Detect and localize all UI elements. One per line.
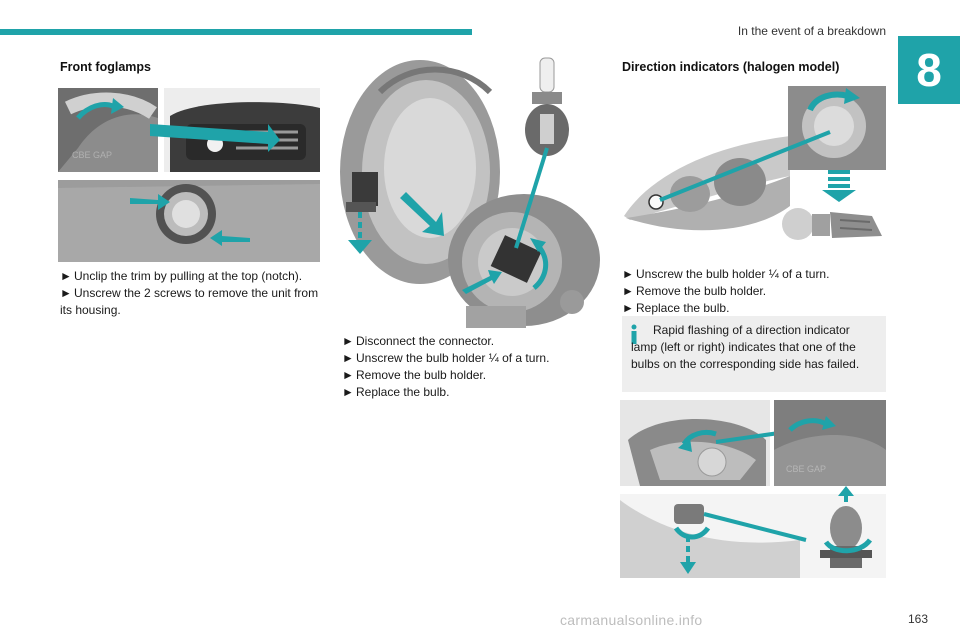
step-marker: ► xyxy=(342,368,354,382)
info-icon xyxy=(631,324,637,344)
step-marker: ► xyxy=(60,269,72,283)
svg-text:CBE GAP: CBE GAP xyxy=(786,464,826,474)
step-text: Replace the bulb. xyxy=(636,301,730,315)
page-number: 163 xyxy=(907,612,928,626)
info-box: Rapid flashing of a direction indicator … xyxy=(622,316,886,392)
indicator-access-illustration: CBE GAP xyxy=(620,400,886,578)
step-item: ►Unscrew the 2 screws to remove the unit… xyxy=(60,285,322,319)
right-steps: ►Unscrew the bulb holder ¼ of a turn. ►R… xyxy=(622,266,886,317)
step-text: Disconnect the connector. xyxy=(356,334,495,348)
step-text: Replace the bulb. xyxy=(356,385,450,399)
info-text: Rapid flashing of a direction indicator … xyxy=(631,323,860,371)
step-item: ►Remove the bulb holder. xyxy=(342,367,604,384)
header-accent-bar xyxy=(0,29,472,35)
step-text: Unscrew the bulb holder ¼ of a turn. xyxy=(636,267,830,281)
foglamp-bulb-illustration xyxy=(340,52,602,328)
step-text: Unclip the trim by pulling at the top (n… xyxy=(74,269,303,283)
step-item: ►Unscrew the bulb holder ¼ of a turn. xyxy=(622,266,886,283)
step-marker: ► xyxy=(622,284,634,298)
chapter-tab: 8 xyxy=(898,36,960,104)
step-marker: ► xyxy=(342,351,354,365)
step-text: Remove the bulb holder. xyxy=(636,284,767,298)
step-marker: ► xyxy=(622,267,634,281)
svg-text:CBE GAP: CBE GAP xyxy=(72,150,112,160)
step-text: Remove the bulb holder. xyxy=(356,368,487,382)
foglamp-trim-illustration: CBE GAP xyxy=(58,88,320,262)
step-item: ►Unscrew the bulb holder ¼ of a turn. xyxy=(342,350,604,367)
step-item: ►Unclip the trim by pulling at the top (… xyxy=(60,268,322,285)
step-marker: ► xyxy=(60,286,72,300)
step-item: ►Replace the bulb. xyxy=(342,384,604,401)
step-item: ►Remove the bulb holder. xyxy=(622,283,886,300)
indicator-headlamp-illustration xyxy=(620,86,886,256)
step-item: ►Disconnect the connector. xyxy=(342,333,604,350)
step-text: Unscrew the bulb holder ¼ of a turn. xyxy=(356,351,550,365)
watermark: carmanualsonline.info xyxy=(560,612,703,628)
step-item: ►Replace the bulb. xyxy=(622,300,886,317)
direction-indicators-heading: Direction indicators (halogen model) xyxy=(622,60,840,74)
step-marker: ► xyxy=(342,334,354,348)
left-steps: ►Unclip the trim by pulling at the top (… xyxy=(60,268,322,319)
step-text: Unscrew the 2 screws to remove the unit … xyxy=(60,286,319,317)
section-title: In the event of a breakdown xyxy=(737,24,886,38)
step-marker: ► xyxy=(622,301,634,315)
step-marker: ► xyxy=(342,385,354,399)
front-foglamps-heading: Front foglamps xyxy=(60,60,151,74)
middle-steps: ►Disconnect the connector. ►Unscrew the … xyxy=(342,333,604,401)
